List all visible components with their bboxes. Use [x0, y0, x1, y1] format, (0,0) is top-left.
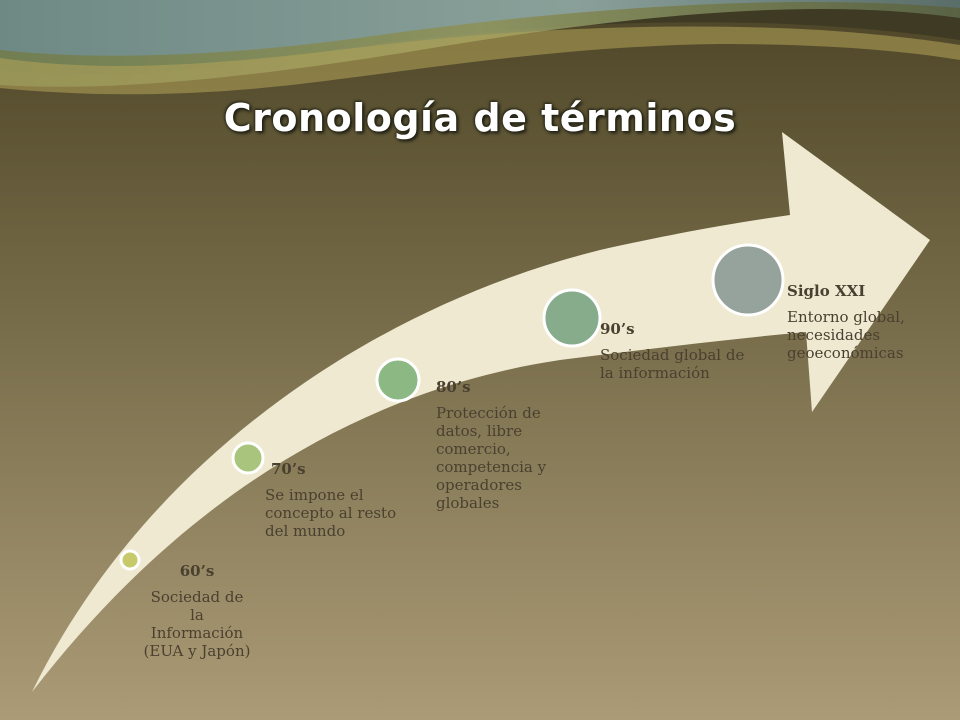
top-swoosh-gold [0, 26, 960, 95]
top-swoosh-teal [0, 0, 960, 56]
milestone-80s-description: Protección de datos, libre comercio, com… [436, 404, 547, 512]
milestone-60s-description: Sociedad de la Información (EUA y Japón) [143, 588, 251, 660]
milestone-80s: 80’s Protección de datos, libre comercio… [436, 378, 561, 512]
milestone-80s-era: 80’s [436, 378, 471, 396]
milestone-xxi-description: Entorno global, necesidades geoeconómica… [787, 308, 905, 362]
dot-80s [375, 357, 421, 403]
milestone-90s-era: 90’s [600, 320, 635, 338]
milestone-70s: 70’s Se impone el concepto al resto del … [265, 460, 405, 540]
milestone-60s: 60’s Sociedad de la Información (EUA y J… [142, 562, 252, 660]
dot-90s [542, 288, 602, 348]
milestone-90s: 90’s Sociedad global de la información [600, 320, 760, 382]
timeline-arrow [32, 132, 930, 692]
milestone-xxi: Siglo XXI Entorno global, necesidades ge… [787, 282, 942, 362]
milestone-60s-era: 60’s [179, 562, 215, 580]
milestone-90s-description: Sociedad global de la información [600, 346, 745, 382]
dot-xxi [711, 243, 785, 317]
milestone-70s-era: 70’s [271, 460, 306, 478]
milestone-xxi-era: Siglo XXI [787, 282, 866, 300]
slide-title: Cronología de términos [223, 96, 737, 140]
dot-60s [119, 549, 141, 571]
milestone-70s-description: Se impone el concepto al resto del mundo [265, 486, 397, 540]
dot-70s [231, 441, 265, 475]
